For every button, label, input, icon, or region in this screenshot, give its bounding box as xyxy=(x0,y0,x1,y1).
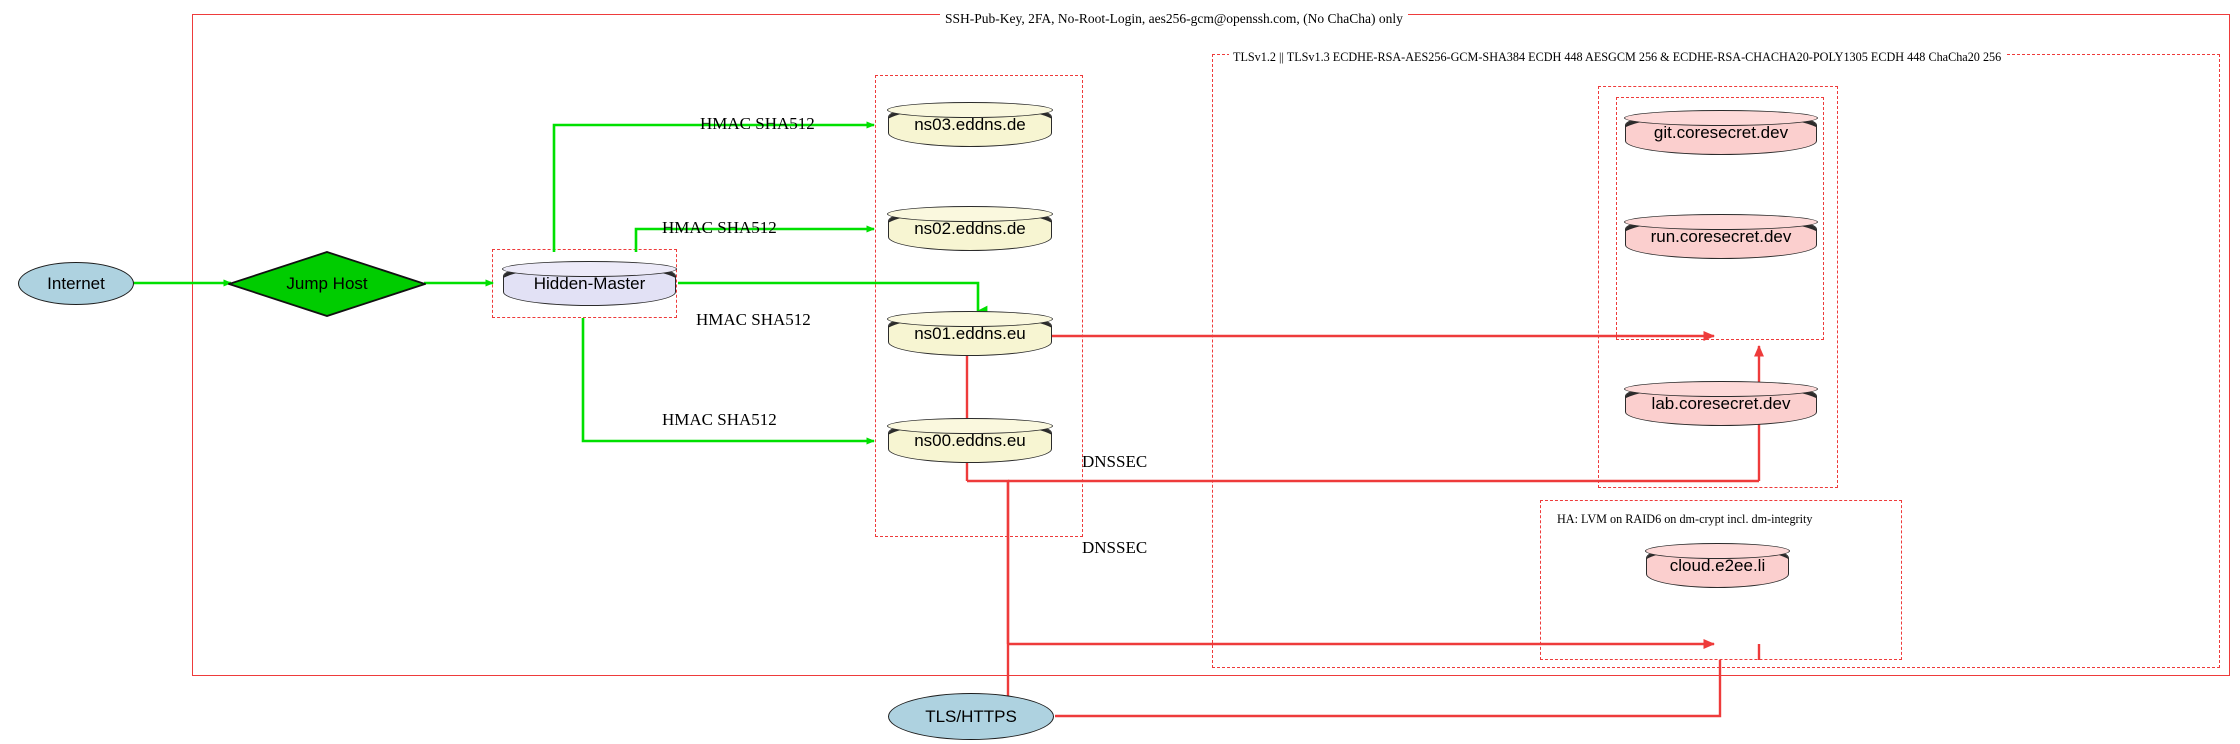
node-ns00-label: ns00.eddns.eu xyxy=(914,431,1026,450)
node-tls-https-label: TLS/HTTPS xyxy=(925,706,1017,726)
node-hidden-master-label: Hidden-Master xyxy=(533,274,646,293)
node-git-coresecret-label: git.coresecret.dev xyxy=(1653,123,1789,142)
node-lab-coresecret[interactable]: lab.coresecret.dev xyxy=(1624,381,1818,426)
edge-hidden-master-ns01 xyxy=(678,281,988,317)
cluster-coresecret-outer-boundary xyxy=(1598,86,1838,488)
cylinder-cap xyxy=(887,418,1053,435)
node-hidden-master[interactable]: Hidden-Master xyxy=(502,261,677,306)
cylinder-cap xyxy=(502,261,677,278)
node-ns02-label: ns02.eddns.de xyxy=(914,219,1026,238)
node-lab-coresecret-label: lab.coresecret.dev xyxy=(1651,394,1791,413)
node-jump-host[interactable]: Jump Host xyxy=(226,251,428,317)
cluster-ha-boundary xyxy=(1540,500,1902,660)
cluster-coresecret-inner-boundary xyxy=(1616,97,1824,340)
cylinder-cap xyxy=(887,206,1053,223)
edge-hidden-master-ns03 xyxy=(552,121,876,252)
node-ns00[interactable]: ns00.eddns.eu xyxy=(887,418,1053,463)
cluster-ssh-boundary-label: SSH-Pub-Key, 2FA, No-Root-Login, aes256-… xyxy=(940,11,1408,27)
edge-label-dnssec-upper: DNSSEC xyxy=(1082,452,1148,471)
edge-label-dnssec-lower: DNSSEC xyxy=(1082,538,1148,557)
node-ns01-label: ns01.eddns.eu xyxy=(914,324,1026,343)
edge-label-hmac-ns00: HMAC SHA512 xyxy=(662,410,777,429)
cylinder-cap xyxy=(1624,110,1818,127)
edge-label-hmac-ns02: HMAC SHA512 xyxy=(662,218,777,237)
edge-tls-https-right xyxy=(1055,660,1722,718)
node-git-coresecret[interactable]: git.coresecret.dev xyxy=(1624,110,1818,155)
cylinder-cap xyxy=(1624,381,1818,398)
node-ns01[interactable]: ns01.eddns.eu xyxy=(887,311,1053,356)
node-cloud-e2ee[interactable]: cloud.e2ee.li xyxy=(1645,543,1790,588)
cylinder-cap xyxy=(887,102,1053,119)
edge-label-hmac-ns01: HMAC SHA512 xyxy=(696,310,811,329)
node-run-coresecret-label: run.coresecret.dev xyxy=(1650,227,1792,246)
cluster-tls-boundary-label: TLSv1.2 || TLSv1.3 ECDHE-RSA-AES256-GCM-… xyxy=(1229,50,2006,65)
cylinder-cap xyxy=(1624,214,1818,231)
cylinder-cap xyxy=(887,311,1053,328)
node-internet-label: Internet xyxy=(47,273,105,293)
cluster-ha-boundary-label: HA: LVM on RAID6 on dm-crypt incl. dm-in… xyxy=(1553,512,1817,527)
cylinder-cap xyxy=(1645,543,1790,560)
node-ns03-label: ns03.eddns.de xyxy=(914,115,1026,134)
edge-tls-riser-a xyxy=(967,479,1010,716)
node-ns03[interactable]: ns03.eddns.de xyxy=(887,102,1053,147)
edge-hidden-master-ns02 xyxy=(634,225,876,252)
node-cloud-e2ee-label: cloud.e2ee.li xyxy=(1669,556,1766,575)
jump-host-shape xyxy=(226,251,428,317)
edge-hidden-master-ns00 xyxy=(581,318,876,445)
node-jump-host-label: Jump Host xyxy=(286,274,368,293)
node-internet[interactable]: Internet xyxy=(18,262,134,305)
node-run-coresecret[interactable]: run.coresecret.dev xyxy=(1624,214,1818,259)
edge-label-hmac-ns03: HMAC SHA512 xyxy=(700,114,815,133)
node-ns02[interactable]: ns02.eddns.de xyxy=(887,206,1053,251)
node-tls-https[interactable]: TLS/HTTPS xyxy=(888,693,1054,740)
cluster-dns-zone-boundary xyxy=(875,75,1083,537)
